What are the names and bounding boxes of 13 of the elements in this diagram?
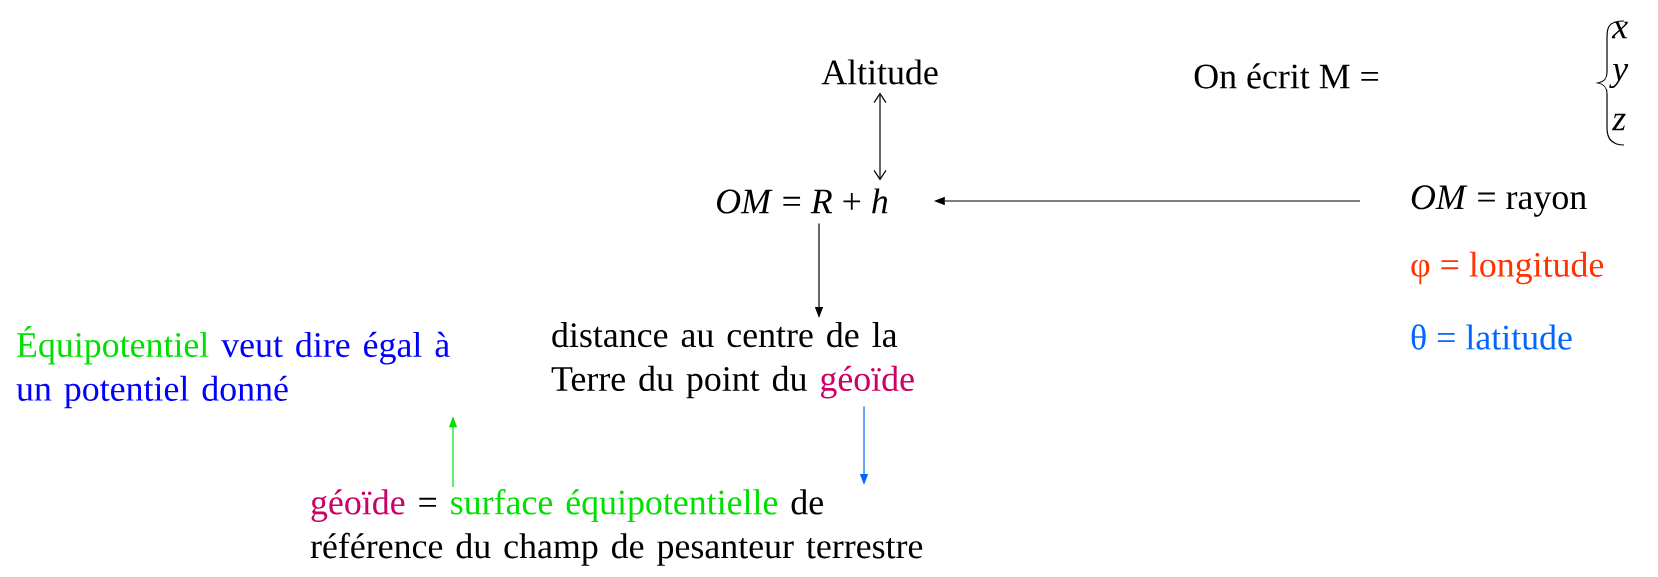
text-label: distance au centre de la Terre du point du géoïde [551,322,914,399]
arrow [873,92,887,181]
text-label: On écrit M = [1194,63,1379,89]
text-label: OM = rayon [1411,185,1587,217]
text-label: φ = longitude [1411,251,1604,285]
text-label: θ = latitude [1411,324,1572,350]
vector-component: z [1611,113,1626,131]
text-label: Équipotentiel veut dire égal à un potentiel donné [16,326,450,409]
vector-component: x [1611,21,1628,39]
text-label: géoïde = surface équipotentielle de référence du champ de pesanteur terrestre [310,489,923,566]
text-label: OM = R + h [717,188,888,214]
text-label: Altitude [821,59,938,85]
vector-component: y [1609,63,1629,89]
